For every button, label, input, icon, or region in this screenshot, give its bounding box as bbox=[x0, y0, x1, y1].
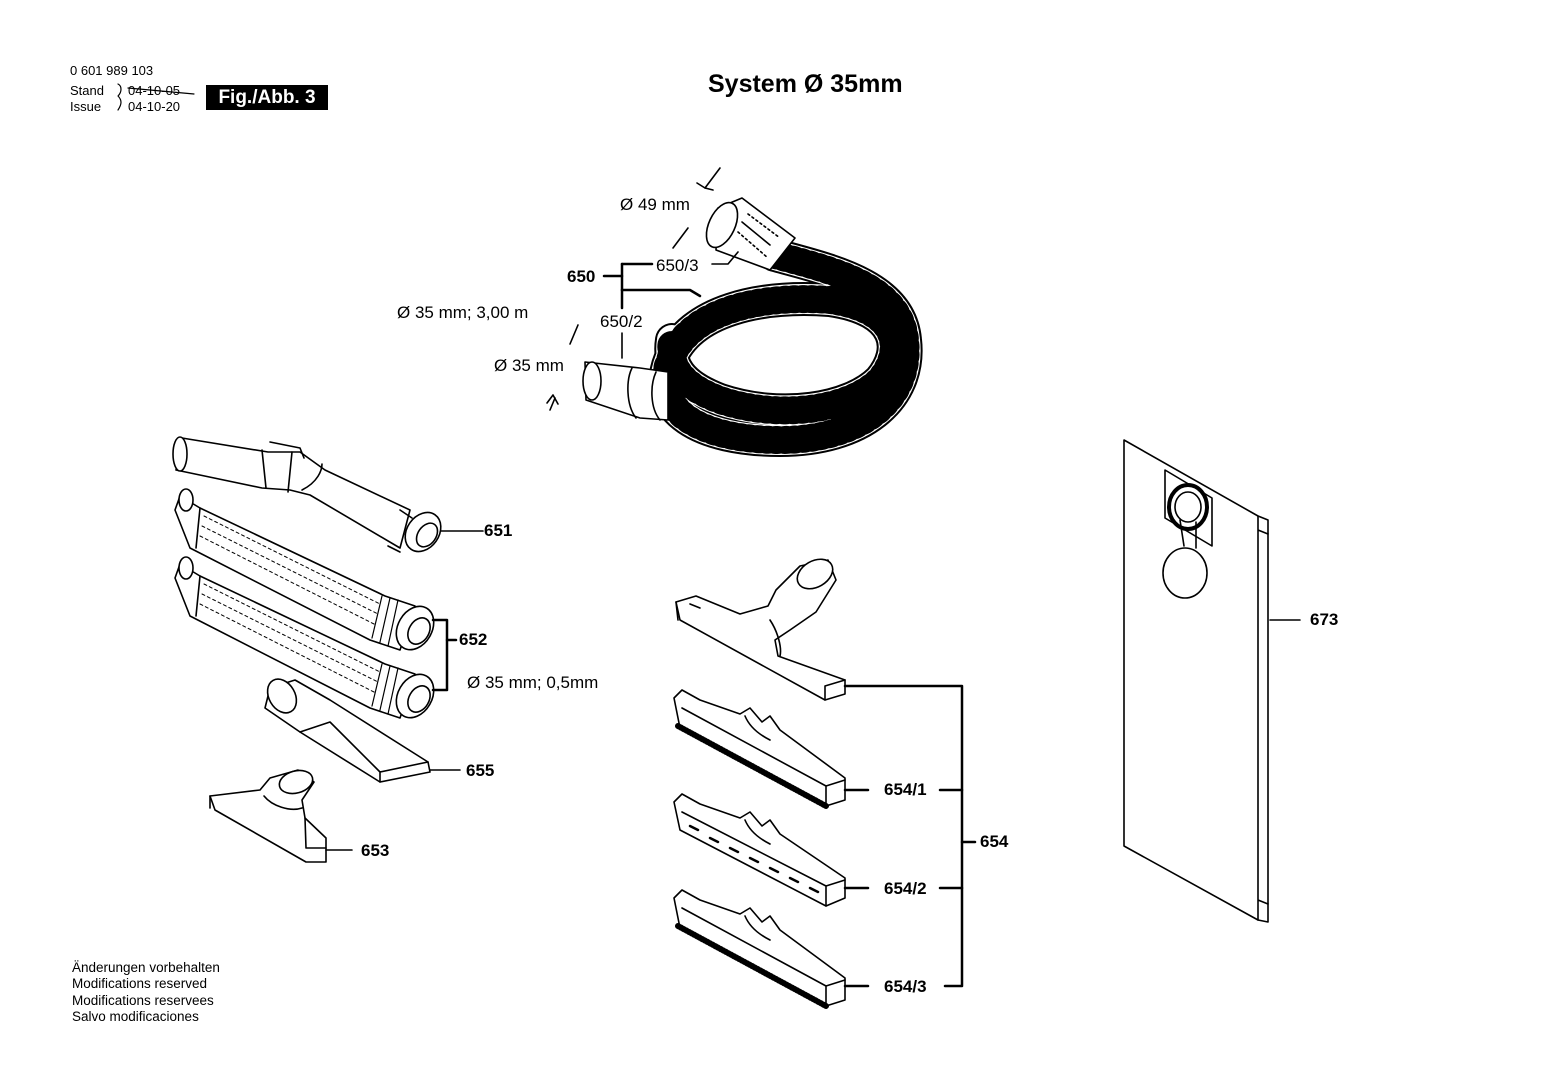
floor-nozzle-654 bbox=[675, 558, 846, 701]
squeegee-nozzle-654-3 bbox=[673, 889, 846, 1009]
part-label-654-3: 654/3 bbox=[884, 977, 927, 996]
part-label-650: 650 bbox=[567, 267, 596, 286]
suction-hose-650 bbox=[546, 167, 923, 457]
hose-cuff-650-2 bbox=[582, 361, 669, 421]
footer-line-es: Salvo modificaciones bbox=[72, 1009, 199, 1025]
page-title: System Ø 35mm bbox=[708, 70, 903, 98]
old-date: 04-10-05 bbox=[128, 83, 181, 98]
part-label-650-2: 650/2 bbox=[600, 312, 643, 331]
figure-label: Fig./Abb. 3 bbox=[206, 85, 328, 110]
footer-line-en: Modifications reserved bbox=[72, 976, 208, 992]
hose-dimension-marks bbox=[546, 167, 721, 411]
part-label-651: 651 bbox=[484, 521, 513, 540]
dim-hose-spec: Ø 35 mm; 3,00 m bbox=[397, 303, 529, 322]
footer-line-fr: Modifications reservees bbox=[72, 992, 214, 1008]
part-label-654: 654 bbox=[980, 832, 1009, 851]
dim-hose-end-diameter: Ø 49 mm bbox=[620, 195, 690, 214]
header-brace bbox=[117, 83, 122, 111]
issue-label: Issue bbox=[70, 99, 102, 114]
hose-coil bbox=[648, 238, 923, 457]
part-label-650-3: 650/3 bbox=[656, 256, 699, 275]
squeegee-nozzle-654-2 bbox=[673, 793, 846, 907]
leader-lines-650 bbox=[602, 251, 739, 359]
footer-notice: Änderungen vorbehalten Modifications res… bbox=[72, 960, 220, 1026]
extension-tubes-652 bbox=[174, 488, 458, 719]
old-date-strikethrough bbox=[127, 87, 195, 95]
part-label-652: 652 bbox=[459, 630, 488, 649]
dim-hose-start-diameter: Ø 35 mm bbox=[494, 356, 564, 375]
part-label-653: 653 bbox=[361, 841, 390, 860]
extension-tube-lower bbox=[174, 556, 435, 719]
extension-tube-upper bbox=[174, 488, 435, 651]
part-label-654-2: 654/2 bbox=[884, 879, 927, 898]
footer-line-de: Änderungen vorbehalten bbox=[72, 960, 220, 975]
leader-lines-654 bbox=[843, 684, 977, 988]
hose-cuff-650-3 bbox=[705, 197, 796, 271]
floor-nozzle-653 bbox=[209, 769, 353, 863]
crevice-nozzle-655 bbox=[264, 678, 461, 783]
dim-tube-spec: Ø 35 mm; 0,5mm bbox=[467, 673, 599, 692]
part-label-654-1: 654/1 bbox=[884, 780, 927, 799]
part-label-673: 673 bbox=[1310, 610, 1339, 629]
squeegee-nozzle-654-1 bbox=[673, 689, 846, 809]
filter-bag-673 bbox=[1123, 439, 1301, 923]
part-label-655: 655 bbox=[466, 761, 495, 780]
part-number: 0 601 989 103 bbox=[70, 63, 154, 78]
bent-handle-651 bbox=[172, 436, 484, 553]
issue-date: 04-10-20 bbox=[128, 99, 181, 114]
stand-label: Stand bbox=[70, 83, 104, 98]
